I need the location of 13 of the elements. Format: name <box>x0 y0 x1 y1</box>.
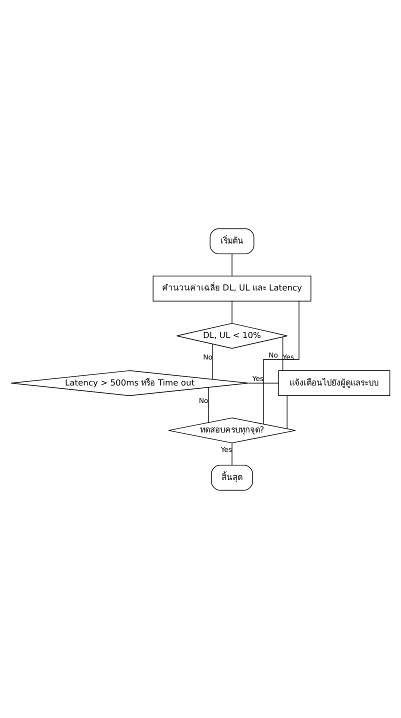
connector <box>208 386 209 422</box>
node-box: แจ้งเตือนไปยังผู้ดูแลระบบ <box>278 370 390 396</box>
connector <box>282 336 284 370</box>
node-box: คำนวนค่าเฉลี่ย DL, UL และ Latency <box>152 275 312 301</box>
connector <box>286 394 288 429</box>
connector <box>263 300 300 424</box>
node-diamond: Latency > 500ms หรือ Time out <box>10 370 249 396</box>
node-diamond: ทดสอบครบทุกจุด? <box>168 417 296 443</box>
connector <box>248 382 279 383</box>
node-diamond: DL, UL < 10% <box>176 322 288 348</box>
node-box: สิ้นสุด <box>211 464 253 490</box>
node-box: เริ่มต้น <box>210 228 254 254</box>
connector <box>212 343 214 380</box>
